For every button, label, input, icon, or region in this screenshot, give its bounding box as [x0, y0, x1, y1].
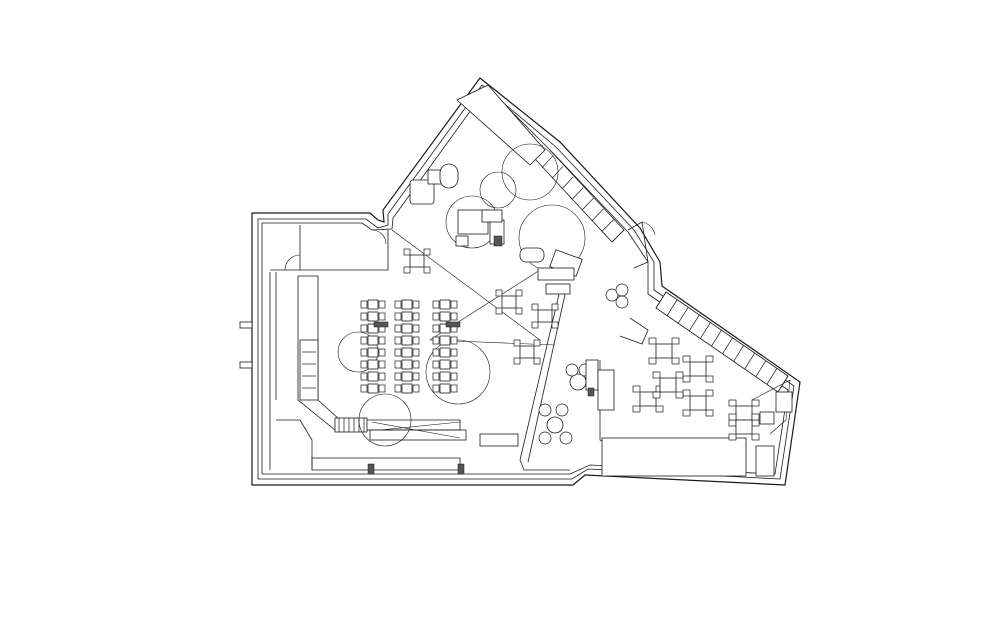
dining-table — [367, 383, 379, 394]
lounge-table — [501, 295, 517, 309]
dining-table — [367, 347, 379, 358]
dining-table — [439, 347, 451, 358]
dining-table — [401, 347, 413, 358]
dining-table — [401, 299, 413, 310]
dining-table — [439, 299, 451, 310]
dining-table — [401, 311, 413, 322]
dining-table-grid — [360, 299, 461, 394]
east-terrace — [597, 291, 793, 477]
dining-table — [401, 335, 413, 346]
dining-table — [401, 383, 413, 394]
dining-table — [367, 359, 379, 370]
dining-table — [401, 359, 413, 370]
dining-table — [439, 311, 451, 322]
dining-table — [401, 323, 413, 334]
dining-table — [367, 371, 379, 382]
dining-table — [367, 299, 379, 310]
dining-table — [439, 359, 451, 370]
service-wing — [269, 225, 519, 475]
terrace-table-grid — [632, 337, 760, 441]
dining-table — [439, 335, 451, 346]
east-window-bank — [655, 291, 789, 393]
round-table-cluster — [538, 359, 599, 445]
terrace-table — [655, 343, 673, 359]
dining-table — [439, 323, 451, 334]
terrace-table — [639, 391, 657, 407]
lounge-table — [537, 309, 553, 323]
north-lounge — [403, 84, 656, 365]
dining-table — [367, 323, 379, 334]
terrace-table — [735, 419, 753, 435]
dining-table — [367, 311, 379, 322]
lounge-table — [409, 254, 425, 268]
west-wall-stubs — [239, 321, 253, 369]
dining-table — [439, 383, 451, 394]
terrace-table — [659, 377, 677, 393]
terrace-table — [689, 395, 707, 411]
lounge-table-group — [403, 248, 559, 365]
terrace-table — [735, 405, 753, 421]
dining-table — [439, 371, 451, 382]
dining-table — [401, 371, 413, 382]
lounge-table — [519, 345, 535, 359]
terrace-table — [689, 361, 707, 377]
exterior-walls — [251, 77, 801, 486]
dining-table — [367, 335, 379, 346]
